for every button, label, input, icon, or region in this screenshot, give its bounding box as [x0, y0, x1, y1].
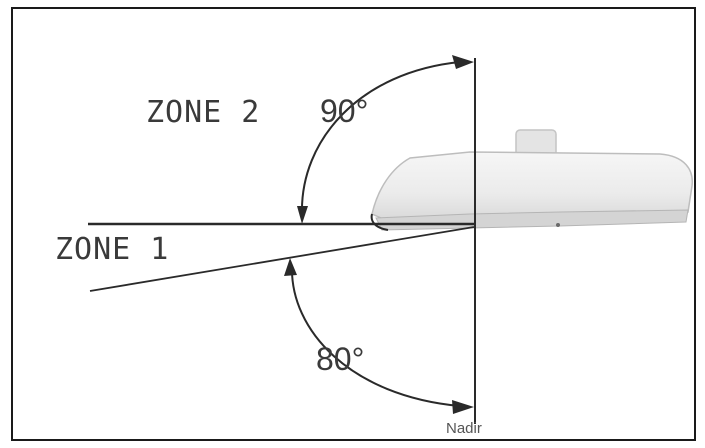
arc-80-indicator: [284, 258, 474, 414]
arc-80-arrowhead-bottom: [452, 400, 474, 414]
nadir-label: Nadir: [446, 420, 482, 437]
diagram-frame: [11, 7, 696, 441]
arc-90-arrowhead-bottom: [297, 206, 308, 224]
angle-90-label: 90°: [320, 93, 368, 129]
arc-90-arrowhead-top: [452, 55, 474, 69]
angle-80-label: 80°: [316, 341, 364, 377]
zone-2-label: ZONE 2: [146, 95, 260, 130]
zone-1-label: ZONE 1: [55, 232, 169, 267]
luminaire-icon: [370, 129, 693, 231]
luminaire-rivet: [556, 223, 560, 227]
cutoff-80-line: [89, 226, 475, 292]
arc-80-arrowhead-top: [284, 258, 297, 276]
arc-90-indicator: [297, 55, 474, 224]
